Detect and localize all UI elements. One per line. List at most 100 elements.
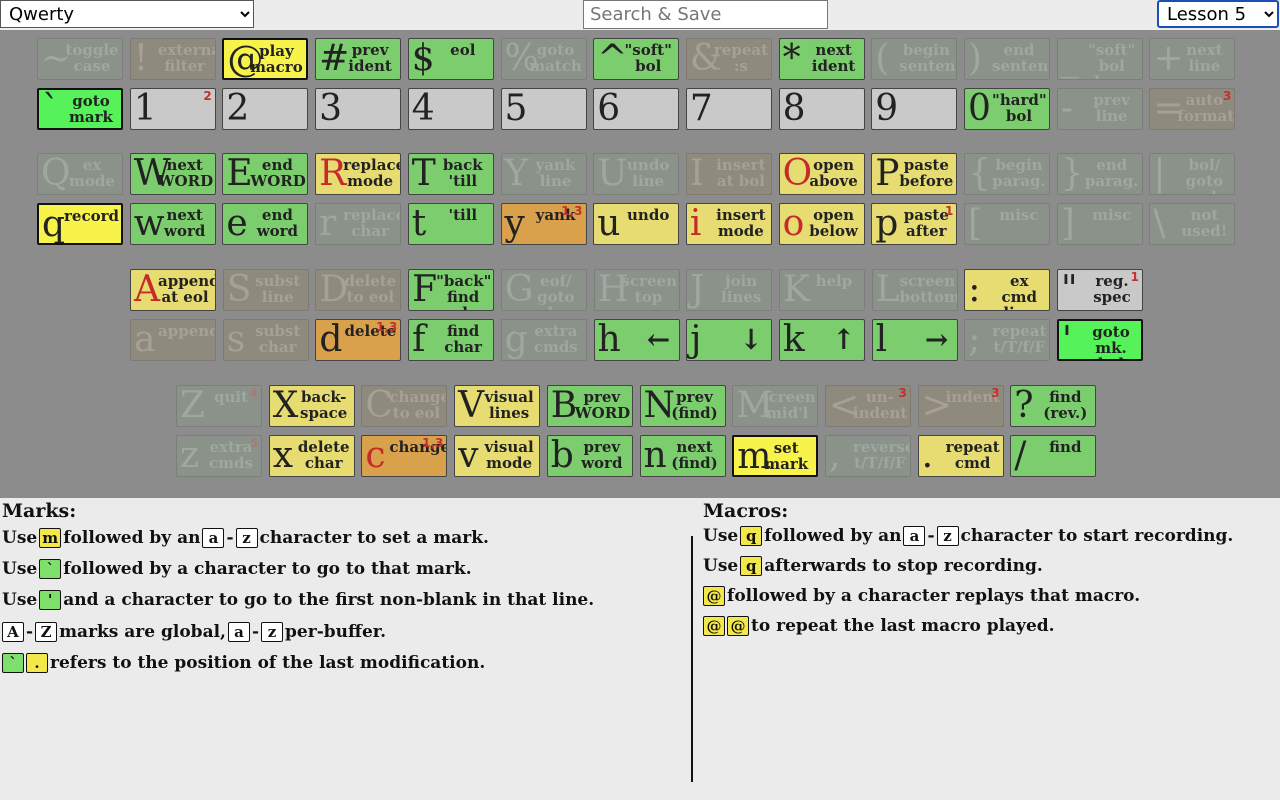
- key-5-7[interactable]: k↑: [778, 319, 865, 361]
- key-0-5[interactable]: %goto match: [500, 38, 587, 80]
- key-0-3[interactable]: #prev ident: [315, 38, 402, 80]
- key-0-12[interactable]: +next line: [1149, 38, 1236, 80]
- key-1-4[interactable]: 4: [407, 88, 494, 130]
- key-0-2[interactable]: @play macro: [222, 38, 309, 80]
- key-5-6[interactable]: j↓: [686, 319, 773, 361]
- key-5-5[interactable]: h←: [593, 319, 680, 361]
- text: followed by an: [63, 528, 201, 548]
- key-2-11[interactable]: }end parag.: [1056, 153, 1143, 195]
- key-char: W: [133, 153, 171, 194]
- key-3-4[interactable]: t'till: [407, 203, 494, 245]
- key-1-10[interactable]: 0"hard" bol: [964, 88, 1050, 130]
- key-0-9[interactable]: (begin sentence: [871, 38, 958, 80]
- key-2-10[interactable]: {begin parag.: [964, 153, 1050, 195]
- keyboard-layout-select[interactable]: Qwerty: [0, 0, 254, 28]
- key-0-6[interactable]: ^"soft" bol: [593, 38, 680, 80]
- key-1-7[interactable]: 7: [685, 88, 772, 130]
- key-1-9[interactable]: 9: [871, 88, 958, 130]
- key-5-8[interactable]: l→: [871, 319, 958, 361]
- key-0-8[interactable]: *next ident: [778, 38, 865, 80]
- key-3-10[interactable]: [misc: [964, 203, 1050, 245]
- key-1-2[interactable]: 2: [222, 88, 309, 130]
- key-char: a: [134, 319, 156, 360]
- key-7-8[interactable]: .repeat cmd: [917, 435, 1004, 477]
- key-4-9[interactable]: :ex cmd line: [964, 269, 1051, 311]
- key-4-3[interactable]: F"back" find ch: [408, 269, 495, 311]
- search-save-input[interactable]: [583, 0, 828, 29]
- key-0-0[interactable]: ~toggle case: [37, 38, 123, 80]
- key-1-0[interactable]: `goto mark: [37, 88, 123, 130]
- key-0-7[interactable]: &repeat :s: [685, 38, 772, 80]
- key-6-9[interactable]: ?find (rev.): [1010, 385, 1097, 427]
- key-1-3[interactable]: 3: [315, 88, 402, 130]
- key-0-10[interactable]: )end sentence: [964, 38, 1050, 80]
- key-1-11[interactable]: -prev line: [1056, 88, 1143, 130]
- key-1-6[interactable]: 6: [593, 88, 680, 130]
- key-1-8[interactable]: 8: [778, 88, 865, 130]
- key-7-7[interactable]: ,reverse t/T/f/F: [824, 435, 911, 477]
- key-7-9[interactable]: /find: [1010, 435, 1097, 477]
- key-3-12[interactable]: \not used!: [1149, 203, 1236, 245]
- lesson-select[interactable]: Lesson 5: [1157, 0, 1279, 28]
- key-5-10[interactable]: 'goto mk. bol: [1057, 319, 1143, 361]
- key-2-12[interactable]: |bol/ goto col: [1149, 153, 1236, 195]
- key-3-11[interactable]: ]misc: [1056, 203, 1143, 245]
- key-5-9[interactable]: ;repeat t/T/f/F: [964, 319, 1051, 361]
- key-0-4[interactable]: $eol: [407, 38, 494, 80]
- key-1-5[interactable]: 5: [500, 88, 587, 130]
- key-0-11[interactable]: _"soft" bol down: [1056, 38, 1143, 80]
- key-0-1[interactable]: !external filter: [129, 38, 216, 80]
